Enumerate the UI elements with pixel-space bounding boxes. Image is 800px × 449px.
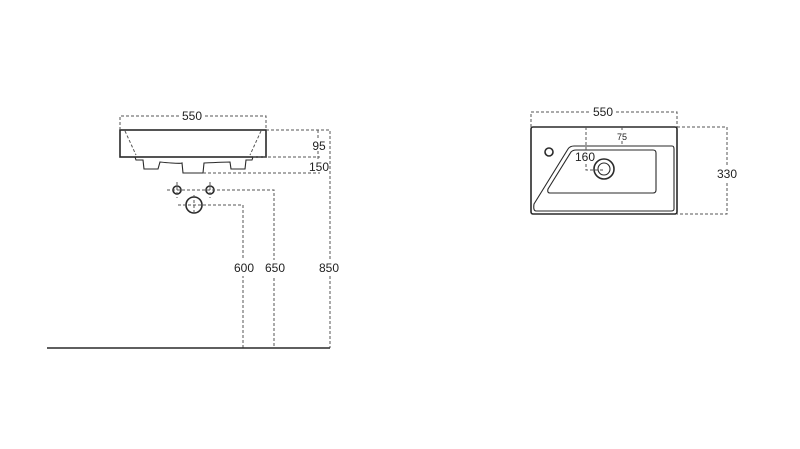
top-depth-label: 330 — [717, 167, 737, 181]
basin-outline — [530, 126, 678, 215]
mount-height-850: 850 — [319, 261, 339, 275]
side-view: 550 95 150 600 650 850 — [47, 109, 342, 349]
drain-outer — [593, 158, 615, 180]
top-depth-dimension — [677, 126, 728, 215]
drain-position-dimensions — [585, 127, 623, 171]
basin-rim — [533, 145, 675, 212]
top-width-dimension — [530, 111, 678, 127]
label-bg — [230, 260, 290, 276]
basin-body — [119, 129, 267, 158]
pipe-height-600: 600 — [234, 261, 254, 275]
label-bg — [316, 260, 342, 276]
width-label: 550 — [182, 109, 202, 123]
top-width-label: 550 — [593, 105, 613, 119]
basin-inner-slope — [124, 130, 262, 156]
drain-inner — [597, 162, 611, 176]
top-view: 550 330 160 75 — [530, 105, 737, 215]
pipe-height-650: 650 — [265, 261, 285, 275]
basin-underside — [134, 156, 254, 174]
pipe-dimensions — [167, 182, 275, 348]
basin-bowl — [547, 149, 657, 194]
width-dimension — [119, 115, 267, 130]
drain-edge-label: 75 — [617, 132, 627, 142]
overall-depth-label: 150 — [309, 160, 329, 174]
drain-offset-label: 160 — [575, 150, 595, 164]
depth-label: 95 — [312, 139, 326, 153]
tap-hole — [544, 147, 554, 157]
